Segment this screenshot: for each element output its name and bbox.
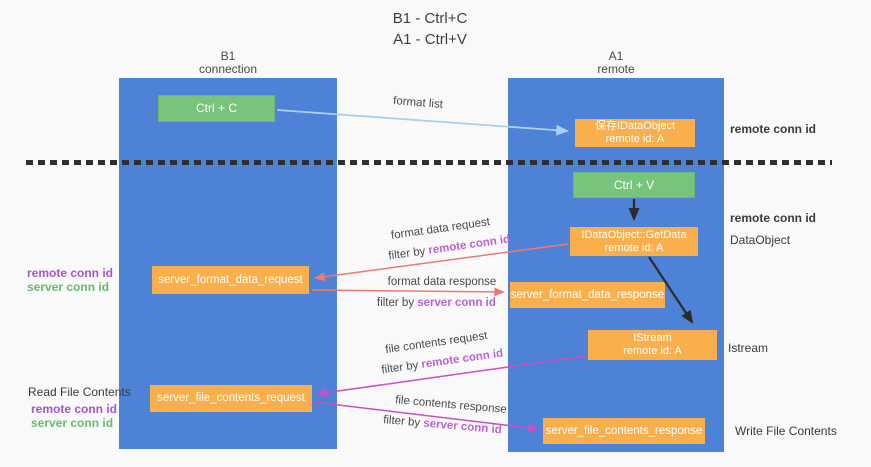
node-server-file-contents-request: server_file_contents_request <box>150 385 312 412</box>
file-contents-response-label: file contents response <box>394 394 508 416</box>
node-server-file-contents-response: server_file_contents_response <box>543 418 705 444</box>
annotation-dataobject: DataObject <box>730 233 791 247</box>
node-istream-line2: remote id: A <box>623 345 682 357</box>
node-ctrl-c-label: Ctrl + C <box>195 101 237 115</box>
node-ctrl-c: Ctrl + C <box>158 95 275 122</box>
diagram-title: B1 - Ctrl+C A1 - Ctrl+V <box>330 8 530 50</box>
lane-b1-name: B1 <box>220 49 236 63</box>
annotation-conn-ids-format: remote conn id server conn id <box>27 266 113 294</box>
node-server-format-data-request: server_format_data_request <box>152 266 309 294</box>
lane-header-b1: B1 connection <box>119 50 337 76</box>
node-format-response-label: server_format_data_response <box>510 288 665 301</box>
annotation-server-conn-id-left1: server conn id <box>27 280 110 294</box>
filter-by-text: filter by <box>387 244 430 263</box>
annotation-remote-conn-id-left2: remote conn id <box>31 402 118 416</box>
node-ctrl-v: Ctrl + V <box>573 172 695 198</box>
node-ctrl-v-label: Ctrl + V <box>613 177 655 192</box>
lane-a1-name: A1 <box>608 49 624 63</box>
annotation-conn-ids-file: remote conn id server conn id <box>31 402 117 430</box>
file-contents-response-filter-label: filter by server conn id <box>382 414 503 437</box>
node-getdata-line2: remote id: A <box>604 241 664 254</box>
lane-header-a1: A1 remote <box>508 50 724 76</box>
title-line-2: A1 - Ctrl+V <box>393 31 467 48</box>
node-idataobject-getdata: IDataObject::GetData remote id: A <box>570 227 698 256</box>
node-save-idataobject: 保存IDataObject remote id: A <box>575 119 695 147</box>
annotation-server-conn-id-left2: server conn id <box>31 416 114 430</box>
lane-a1-role: remote <box>597 62 635 76</box>
title-line-1: B1 - Ctrl+C <box>392 10 468 27</box>
filter-by-text: filter by <box>382 414 424 430</box>
annotation-write-file-contents: Write File Contents <box>735 424 837 438</box>
annotation-read-file-contents: Read File Contents <box>28 385 131 399</box>
annotation-remote-conn-id-mid: remote conn id <box>730 211 817 225</box>
node-istream-line1: IStream <box>633 332 672 344</box>
annotation-remote-conn-id-top: remote conn id <box>730 122 817 136</box>
format-data-response-filter-label: filter by server conn id <box>377 297 496 309</box>
node-file-response-label: server_file_contents_response <box>545 424 703 437</box>
node-save-idataobject-line2: remote id: A <box>605 133 665 145</box>
node-istream: IStream remote id: A <box>588 330 717 360</box>
node-save-idataobject-line1: 保存IDataObject <box>594 120 676 132</box>
lane-b1-role: connection <box>198 62 258 76</box>
filter-by-text: filter by <box>377 297 418 309</box>
annotation-remote-conn-id-left1: remote conn id <box>27 266 114 280</box>
node-format-request-label: server_format_data_request <box>158 273 303 286</box>
node-file-request-label: server_file_contents_request <box>157 392 305 404</box>
server-conn-id-inline: server conn id <box>422 417 503 437</box>
node-server-format-data-response: server_format_data_response <box>510 282 665 308</box>
annotation-istream: Istream <box>728 341 769 355</box>
server-conn-id-inline: server conn id <box>417 297 496 309</box>
phase-separator-dashed-line <box>26 160 832 165</box>
format-list-label: format list <box>392 95 444 111</box>
remote-conn-id-inline: remote conn id <box>427 233 511 257</box>
format-data-response-label: format data response <box>387 276 497 288</box>
remote-conn-id-inline: remote conn id <box>420 347 504 371</box>
filter-by-text: filter by <box>380 358 423 377</box>
node-getdata-line1: IDataObject::GetData <box>581 228 687 241</box>
format-data-response-arrow <box>311 287 505 297</box>
